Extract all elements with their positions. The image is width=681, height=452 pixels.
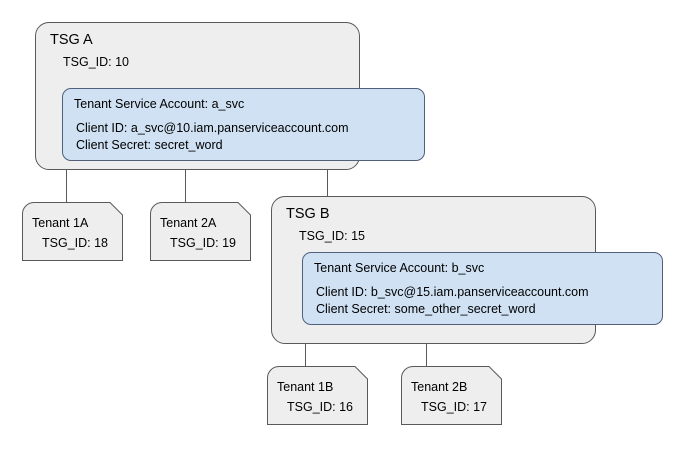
tsg-group-b-title: TSG B [286, 206, 330, 222]
tenant-node-1b-shape [267, 366, 368, 425]
tsg-group-a-tsg-id: TSG_ID: 10 [63, 55, 129, 69]
tenant-node-2a-tsg-id: TSG_ID: 19 [170, 236, 236, 250]
tenant-node-1a-tsg-id: TSG_ID: 18 [42, 236, 108, 250]
tenant-node-2b-shape [401, 366, 502, 425]
tenant-node-1a-shape [22, 202, 123, 261]
tenant-node-2a-shape [150, 202, 251, 261]
service-account-a-heading: Tenant Service Account: a_svc [74, 97, 245, 111]
connector-tsg-a-to-tenant-1a [66, 170, 67, 203]
tenant-node-2b-tsg-id: TSG_ID: 17 [421, 400, 487, 414]
tenant-node-2a[interactable]: Tenant 2A TSG_ID: 19 [150, 202, 251, 261]
tsg-group-a-title: TSG A [50, 32, 93, 48]
tenant-node-2b[interactable]: Tenant 2B TSG_ID: 17 [401, 366, 502, 425]
service-account-b[interactable]: Tenant Service Account: b_svc Client ID:… [302, 252, 663, 325]
tenant-node-1b-name: Tenant 1B [277, 380, 334, 394]
connector-tsg-a-to-tsg-b [327, 170, 328, 197]
connector-tsg-b-to-tenant-1b [305, 344, 306, 366]
tenant-node-1a-name: Tenant 1A [32, 216, 89, 230]
service-account-b-client-secret: Client Secret: some_other_secret_word [316, 302, 536, 316]
tsg-group-b-tsg-id: TSG_ID: 15 [299, 229, 365, 243]
service-account-a[interactable]: Tenant Service Account: a_svc Client ID:… [62, 88, 425, 161]
connector-tsg-b-to-tenant-2b [426, 344, 427, 366]
service-account-b-heading: Tenant Service Account: b_svc [314, 261, 485, 275]
service-account-a-client-id: Client ID: a_svc@10.iam.panserviceaccoun… [76, 121, 349, 135]
tenant-node-2b-name: Tenant 2B [411, 380, 468, 394]
service-account-a-client-secret: Client Secret: secret_word [76, 138, 223, 152]
service-account-b-client-id: Client ID: b_svc@15.iam.panserviceaccoun… [316, 285, 589, 299]
tenant-node-2a-name: Tenant 2A [160, 216, 217, 230]
tenant-node-1a[interactable]: Tenant 1A TSG_ID: 18 [22, 202, 123, 261]
connector-tsg-a-to-tenant-2a [185, 170, 186, 203]
tenant-node-1b[interactable]: Tenant 1B TSG_ID: 16 [267, 366, 368, 425]
tenant-node-1b-tsg-id: TSG_ID: 16 [287, 400, 353, 414]
